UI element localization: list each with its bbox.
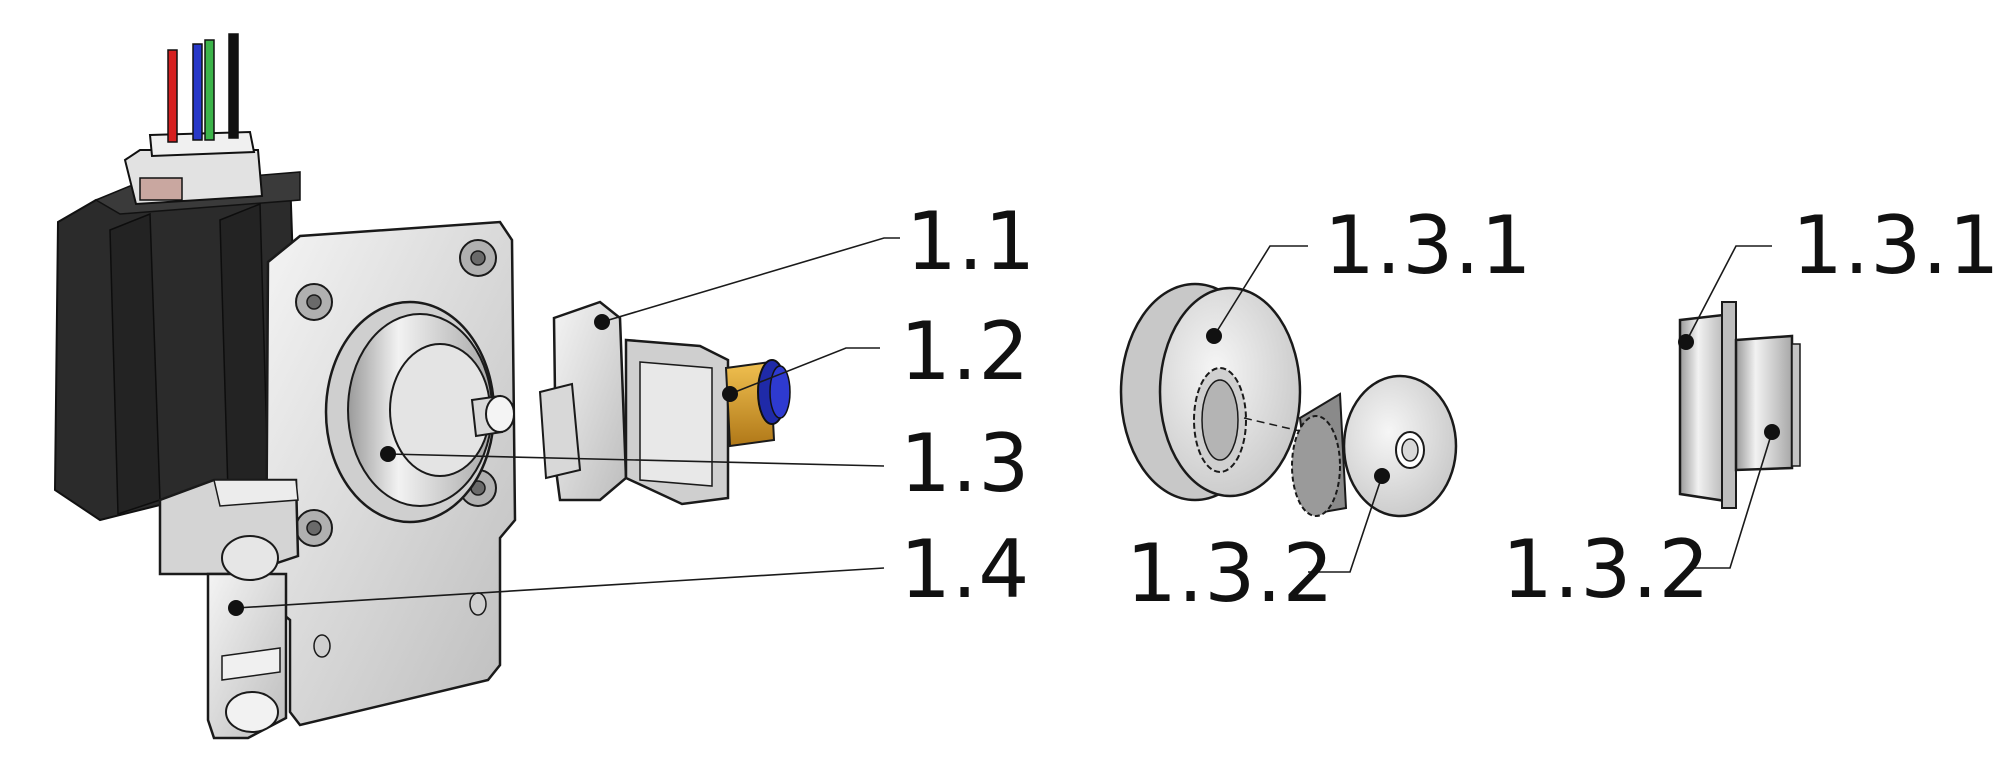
callout-1-3-2-exploded: 1.3.2 xyxy=(1126,527,1335,620)
callout-1-2: 1.2 xyxy=(900,305,1031,398)
callout-1-3-2-side: 1.3.2 xyxy=(1502,523,1711,616)
callout-1-3: 1.3 xyxy=(900,417,1031,510)
leader-lines xyxy=(235,237,1773,609)
exploded-pulley-assembly xyxy=(1119,282,1458,518)
tension-clip xyxy=(158,478,300,740)
callout-1-3-1-exploded: 1.3.1 xyxy=(1324,199,1533,292)
idler-arm xyxy=(538,300,730,506)
callout-1-1: 1.1 xyxy=(906,195,1037,288)
brass-fitting xyxy=(724,359,791,448)
callout-1-4: 1.4 xyxy=(900,523,1031,616)
drive-pulley xyxy=(324,300,515,524)
side-view-pulley xyxy=(1678,301,1801,509)
stepper-motor xyxy=(53,33,302,522)
leader-dots xyxy=(228,314,1780,616)
callout-1-3-1-side: 1.3.1 xyxy=(1792,199,1996,292)
